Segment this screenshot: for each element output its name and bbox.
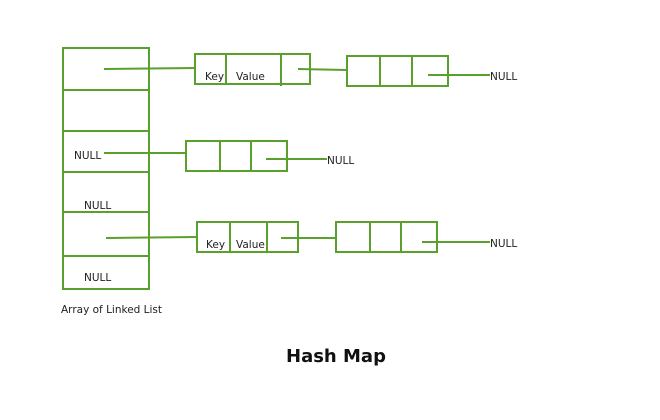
chain-0-null: NULL	[490, 71, 517, 83]
bucket-array-frame	[62, 47, 150, 290]
diagram-title: Hash Map	[286, 346, 386, 367]
chain-2: Key Value NULL	[105, 221, 517, 253]
chain-2-node-1	[335, 221, 490, 253]
bucket-2-label: NULL	[74, 150, 101, 162]
chain-2-null: NULL	[490, 238, 517, 250]
bucket-4-pointer	[105, 236, 198, 239]
bucket-3-label: NULL	[84, 200, 111, 212]
node-value: Value	[236, 239, 265, 251]
chain-1-null: NULL	[327, 155, 354, 167]
node-box	[346, 55, 449, 87]
next-pointer	[297, 68, 348, 71]
array-caption: Array of Linked List	[61, 304, 162, 316]
node-value: Value	[236, 71, 265, 83]
chain-0-node-0: Key Value	[194, 53, 348, 86]
chain-1-node-0	[185, 140, 327, 172]
bucket-array: NULL NULL NULL	[62, 47, 150, 290]
chain-0: Key Value NULL	[103, 53, 517, 87]
chain-2-node-0: Key Value	[196, 221, 336, 253]
node-box	[335, 221, 438, 253]
node-key: Key	[206, 239, 225, 251]
chain-1: NULL	[104, 140, 354, 172]
bucket-0-pointer	[103, 67, 196, 70]
node-key: Key	[205, 71, 224, 83]
node-box	[185, 140, 288, 172]
chain-0-node-1	[346, 55, 490, 87]
bucket-5-label: NULL	[84, 272, 111, 284]
